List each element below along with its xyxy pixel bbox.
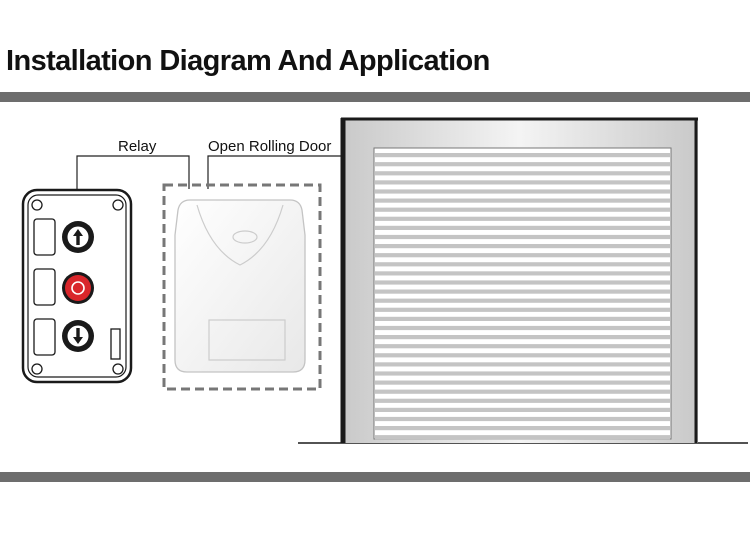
relay-label: Relay	[118, 138, 157, 155]
door-slat	[375, 207, 670, 212]
down-arrow-icon	[73, 328, 83, 344]
stop-button[interactable]	[62, 272, 94, 304]
key-slot	[110, 328, 121, 360]
screw-icon	[31, 199, 43, 211]
door-slat	[375, 171, 670, 176]
door-slat	[375, 262, 670, 267]
up-arrow-icon	[73, 229, 83, 245]
page-title: Installation Diagram And Application	[6, 45, 490, 77]
top-divider-bar	[0, 92, 750, 102]
door-slat	[375, 180, 670, 185]
label-slot	[33, 318, 56, 356]
door-connector-line	[207, 155, 374, 189]
switch-panel	[21, 188, 133, 384]
door-slat	[375, 389, 670, 394]
door-slat	[375, 280, 670, 285]
door-slat	[375, 162, 670, 167]
door-slat	[375, 316, 670, 321]
relay-connector-line	[76, 155, 190, 189]
bottom-divider-bar	[0, 472, 750, 482]
door-slat	[375, 362, 670, 367]
door-slat	[375, 398, 670, 403]
door-slats	[375, 153, 670, 440]
door-slat	[375, 234, 670, 240]
down-button[interactable]	[62, 320, 94, 352]
up-button[interactable]	[62, 221, 94, 253]
door-slat	[375, 307, 670, 312]
screw-icon	[31, 363, 43, 375]
door-slat	[375, 426, 670, 431]
door-slat	[375, 198, 670, 203]
door-slat	[375, 253, 670, 258]
door-slat	[375, 353, 670, 358]
label-slot	[33, 218, 56, 256]
label-slot	[33, 268, 56, 306]
door-slat	[375, 225, 670, 230]
door-slat	[375, 325, 670, 331]
stop-circle-icon	[71, 281, 85, 295]
door-slat	[375, 153, 670, 158]
door-slat	[375, 335, 670, 340]
door-slat	[375, 435, 670, 440]
door-slat	[375, 289, 670, 294]
door-slat	[375, 216, 670, 221]
door-slat	[375, 271, 670, 276]
door-slat	[375, 371, 670, 376]
door-slat	[375, 416, 670, 422]
door-slat	[375, 298, 670, 303]
door-slat	[375, 244, 670, 249]
door-slat	[375, 407, 670, 412]
screw-icon	[112, 363, 124, 375]
rolling-door	[340, 117, 698, 443]
door-slat	[375, 380, 670, 385]
door-label: Open Rolling Door	[208, 138, 331, 155]
door-slat	[375, 344, 670, 349]
door-slat	[375, 189, 670, 194]
relay-box	[162, 183, 322, 391]
screw-icon	[112, 199, 124, 211]
